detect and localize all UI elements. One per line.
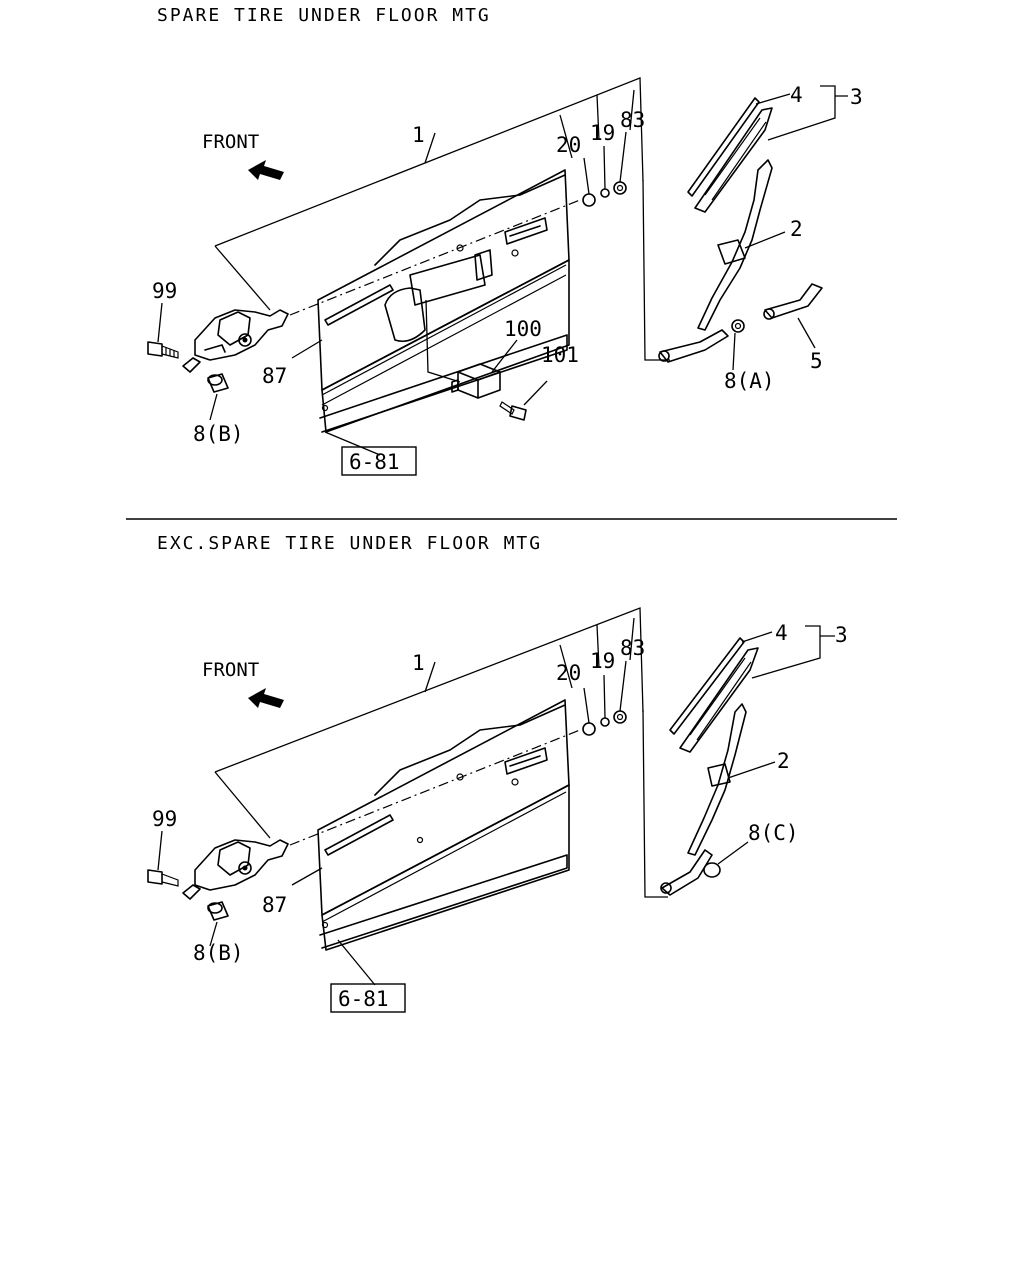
grommet-8b-icon bbox=[207, 901, 229, 921]
leader-2 bbox=[727, 761, 776, 779]
callout-8b: 8(B) bbox=[193, 422, 244, 446]
leader-2 bbox=[744, 231, 786, 249]
tailgate-panel bbox=[317, 699, 570, 951]
callout-83: 83 bbox=[620, 108, 645, 132]
leader-5 bbox=[797, 317, 816, 349]
leaders-stack bbox=[583, 660, 627, 724]
callout-8b: 8(B) bbox=[193, 941, 244, 965]
callout-87: 87 bbox=[262, 893, 287, 917]
nut-8a-icon bbox=[731, 319, 745, 333]
bracket-1-lower bbox=[214, 245, 271, 311]
leader-8b bbox=[209, 393, 218, 421]
callout-99: 99 bbox=[152, 279, 177, 303]
wiper-arm-2 bbox=[658, 159, 773, 363]
leader-99 bbox=[157, 302, 163, 343]
front-arrow-icon bbox=[248, 688, 284, 708]
nut-20-icon bbox=[582, 193, 596, 207]
callout-5: 5 bbox=[810, 349, 823, 373]
leader-8a bbox=[732, 332, 736, 371]
front-arrow-icon bbox=[248, 160, 284, 180]
callout-87: 87 bbox=[262, 364, 287, 388]
washer-19-icon bbox=[600, 717, 610, 727]
washer-icon bbox=[182, 884, 201, 900]
callout-8a: 8(A) bbox=[724, 369, 775, 393]
leader-99 bbox=[157, 830, 163, 871]
ref-box-label: 6-81 bbox=[349, 450, 400, 474]
leader-100 bbox=[491, 339, 518, 373]
bolt-99-icon bbox=[147, 869, 179, 887]
wiper-motor bbox=[194, 839, 289, 891]
ref-box-6-81: 6-81 bbox=[330, 983, 406, 1013]
callout-1: 1 bbox=[412, 651, 425, 675]
callout-19: 19 bbox=[590, 121, 615, 145]
bolt-101-icon bbox=[499, 401, 527, 421]
callout-83: 83 bbox=[620, 636, 645, 660]
section-heading: EXC.SPARE TIRE UNDER FLOOR MTG bbox=[157, 533, 542, 554]
leader-4 bbox=[741, 631, 773, 643]
washer-19-icon bbox=[600, 188, 610, 198]
callout-101: 101 bbox=[541, 343, 579, 367]
callout-2: 2 bbox=[790, 217, 803, 241]
front-label: FRONT bbox=[202, 131, 259, 153]
ref-box-6-81: 6-81 bbox=[341, 446, 417, 476]
leader-6-81 bbox=[337, 939, 376, 986]
leader-wire-100 bbox=[425, 299, 461, 383]
bracket-3 bbox=[751, 625, 835, 679]
bracket-1-lower bbox=[214, 771, 271, 839]
callout-20: 20 bbox=[556, 133, 581, 157]
wiper-blade-4 bbox=[687, 97, 773, 213]
leader-6-81 bbox=[324, 431, 381, 456]
callout-3: 3 bbox=[850, 85, 863, 109]
washer-icon bbox=[182, 357, 201, 373]
centerline-motor bbox=[289, 199, 581, 316]
section-spare-tire-under-floor: SPARE TIRE UNDER FLOOR MTG FRONT bbox=[147, 5, 863, 476]
leaders-20-19-83 bbox=[559, 89, 635, 159]
callout-4: 4 bbox=[790, 83, 803, 107]
ref-box-label: 6-81 bbox=[338, 987, 389, 1011]
bracket-1 bbox=[214, 77, 644, 247]
leader-101 bbox=[523, 380, 548, 406]
wiper-blade-4 bbox=[669, 637, 759, 753]
bolt-99-icon bbox=[147, 341, 179, 359]
bracket-arm bbox=[642, 709, 668, 898]
section-heading: SPARE TIRE UNDER FLOOR MTG bbox=[157, 5, 491, 26]
tailgate-panel bbox=[317, 169, 570, 433]
callout-100: 100 bbox=[504, 317, 542, 341]
cap-83-icon bbox=[613, 710, 627, 724]
callout-20: 20 bbox=[556, 661, 581, 685]
arm-5 bbox=[763, 283, 823, 320]
callout-2: 2 bbox=[777, 749, 790, 773]
callout-99: 99 bbox=[152, 807, 177, 831]
callout-8c: 8(C) bbox=[748, 821, 799, 845]
leader-4 bbox=[755, 93, 791, 105]
leader-87 bbox=[291, 339, 323, 359]
front-label: FRONT bbox=[202, 659, 259, 681]
controller-100 bbox=[451, 363, 501, 399]
callout-3: 3 bbox=[835, 623, 848, 647]
leaders-20-19-83 bbox=[559, 617, 635, 689]
wiper-motor bbox=[194, 309, 289, 361]
section-exc-spare-tire-under-floor: EXC.SPARE TIRE UNDER FLOOR MTG FRONT bbox=[147, 533, 848, 1013]
leader-8c bbox=[717, 841, 749, 865]
callout-19: 19 bbox=[590, 649, 615, 673]
nut-20-icon bbox=[582, 722, 596, 736]
centerline-motor bbox=[289, 729, 581, 846]
wiper-arm-2 bbox=[660, 703, 747, 896]
bracket-arm bbox=[642, 179, 670, 361]
leaders-stack bbox=[583, 131, 627, 195]
bracket-1 bbox=[214, 607, 644, 773]
callout-1: 1 bbox=[412, 123, 425, 147]
leader-1 bbox=[424, 661, 436, 693]
leader-87 bbox=[291, 867, 323, 886]
callout-4: 4 bbox=[775, 621, 788, 645]
cap-83-icon bbox=[613, 181, 627, 195]
leader-1 bbox=[424, 132, 436, 164]
grommet-8b-icon bbox=[207, 373, 229, 393]
bracket-3 bbox=[767, 85, 848, 141]
leader-8b bbox=[209, 921, 218, 947]
cap-8c-icon bbox=[703, 862, 721, 878]
